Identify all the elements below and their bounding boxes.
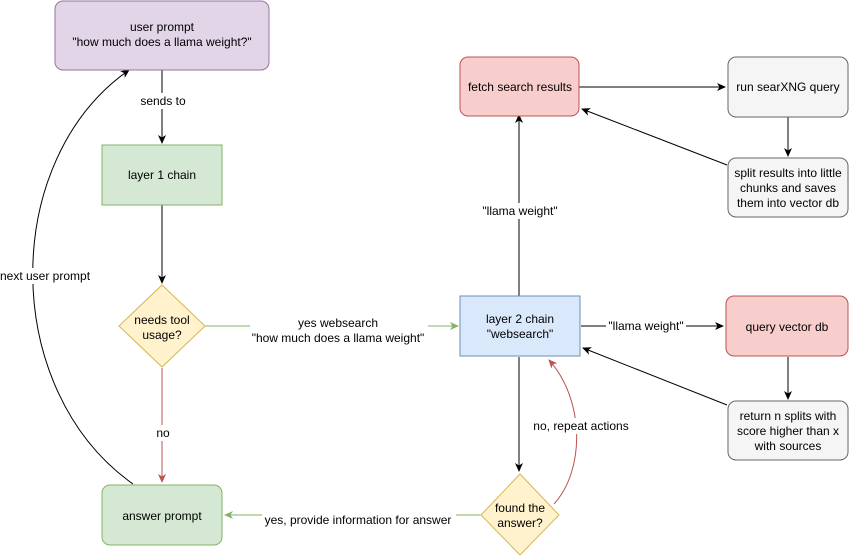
node-found-answer: found the answer? [480,473,560,555]
node-run-searxng-query: run searXNG query [727,56,849,118]
label-llama-weight-up: "llama weight" [482,204,557,218]
layer1-label: layer 1 chain [128,168,196,182]
edge-return-to-layer2 [582,347,728,406]
user-prompt-title: user prompt [130,20,195,34]
needs-tool-line1: needs tool [134,313,189,327]
split-results-line1: split results into little [734,166,842,180]
query-vector-label: query vector db [746,320,829,334]
node-layer2-chain: layer 2 chain "websearch" [459,295,581,357]
label-yes-websearch-query: "how much does a llama weight" [252,331,425,345]
node-fetch-search-results: fetch search results [459,56,580,117]
return-splits-line1: return n splits with [740,409,837,423]
fetch-search-label: fetch search results [468,80,572,94]
split-results-line3: them into vector db [737,196,839,210]
label-no-repeat: no, repeat actions [533,419,628,433]
run-searxng-label: run searXNG query [736,80,839,94]
layer2-line1: layer 2 chain [486,312,554,326]
label-next-user-prompt: next user prompt [0,269,91,283]
split-results-line2: chunks and saves [740,181,836,195]
label-sends-to: sends to [140,94,186,108]
label-yes-websearch: yes websearch [298,316,378,330]
node-user-prompt: user prompt "how much does a llama weigh… [54,0,270,71]
found-answer-line2: answer? [497,516,543,530]
label-llama-weight-right: "llama weight" [608,319,683,333]
label-yes-provide: yes, provide information for answer [265,513,452,527]
needs-tool-line2: usage? [142,328,182,342]
return-splits-line3: with sources [754,439,822,453]
node-split-results: split results into little chunks and sav… [727,157,849,218]
node-layer1-chain: layer 1 chain [101,144,223,206]
node-return-splits: return n splits with score higher than x… [727,400,849,461]
return-splits-line2: score higher than x [737,424,839,438]
edge-found-repeat [548,359,578,505]
found-answer-line1: found the [495,501,545,515]
answer-prompt-label: answer prompt [122,509,202,523]
edge-split-to-fetch [581,108,728,166]
label-no: no [156,426,170,440]
user-prompt-text: "how much does a llama weight?" [72,35,251,49]
node-needs-tool-usage: needs tool usage? [118,284,206,368]
layer2-line2: "websearch" [487,327,554,341]
node-query-vector-db: query vector db [725,295,849,357]
node-answer-prompt: answer prompt [101,484,223,546]
